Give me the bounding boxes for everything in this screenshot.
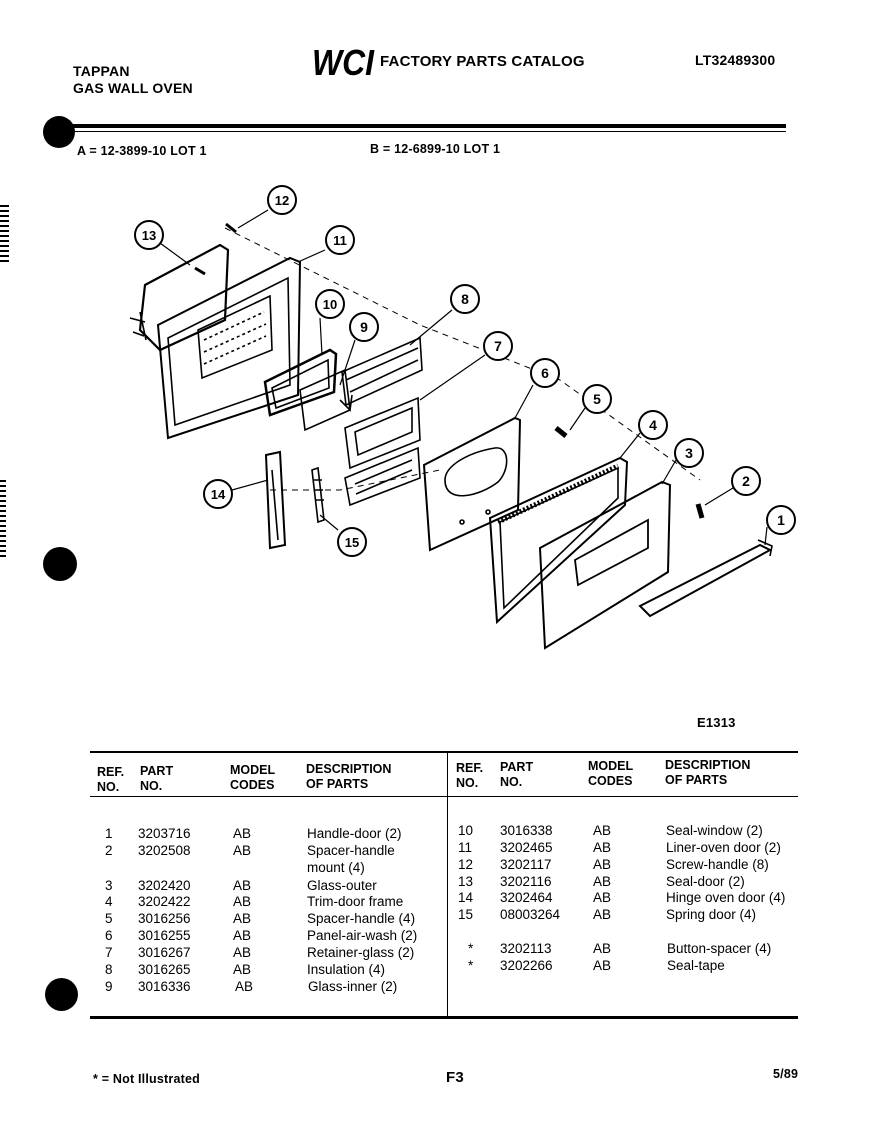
binder-hole-middle bbox=[43, 547, 77, 581]
callout-10 bbox=[315, 289, 345, 319]
callout-9 bbox=[349, 312, 379, 342]
table-top-rule bbox=[90, 751, 798, 753]
callout-5 bbox=[582, 384, 612, 414]
figure-id: E1313 bbox=[697, 715, 736, 730]
callout-11 bbox=[325, 225, 355, 255]
col-header-ref-right: REF.NO. bbox=[456, 761, 484, 790]
callout-label-13: 13 bbox=[142, 228, 156, 243]
callout-label-8: 8 bbox=[461, 291, 469, 307]
callout-label-1: 1 bbox=[777, 512, 785, 528]
callout-13 bbox=[134, 220, 164, 250]
callout-7 bbox=[483, 331, 513, 361]
callout-label-4: 4 bbox=[649, 417, 657, 433]
brand-name: TAPPAN bbox=[73, 63, 130, 79]
callout-label-15: 15 bbox=[345, 535, 359, 550]
catalog-number: LT32489300 bbox=[695, 52, 776, 68]
callout-label-7: 7 bbox=[494, 338, 502, 354]
wci-logo: WCI bbox=[312, 42, 376, 83]
table-bottom-rule bbox=[90, 1016, 798, 1019]
page-number: F3 bbox=[446, 1069, 464, 1086]
callout-label-10: 10 bbox=[323, 297, 337, 312]
model-a-label: A = 12-3899-10 LOT 1 bbox=[77, 144, 207, 158]
callout-label-12: 12 bbox=[275, 193, 289, 208]
exploded-parts-diagram: 1 2 3 4 5 6 7 8 9 10 11 12 13 14 15 bbox=[129, 185, 796, 650]
callout-label-14: 14 bbox=[211, 487, 226, 502]
header-rule-thin bbox=[72, 131, 786, 132]
callout-label-2: 2 bbox=[742, 473, 750, 489]
callout-8 bbox=[450, 284, 480, 314]
binder-hole-bottom bbox=[45, 978, 78, 1011]
not-illustrated-note: * = Not Illustrated bbox=[93, 1072, 200, 1086]
callout-label-3: 3 bbox=[685, 445, 693, 461]
header-rule-thick bbox=[72, 124, 786, 128]
model-b-label: B = 12-6899-10 LOT 1 bbox=[370, 142, 501, 156]
product-name: GAS WALL OVEN bbox=[73, 80, 193, 96]
wci-logo-text: WCI bbox=[312, 44, 375, 80]
binder-hole-top bbox=[43, 116, 75, 148]
callout-15 bbox=[337, 527, 367, 557]
callout-4 bbox=[638, 410, 668, 440]
callout-label-6: 6 bbox=[541, 365, 549, 381]
callout-3 bbox=[674, 438, 704, 468]
table-header-rule bbox=[90, 796, 798, 797]
col-header-ref-left: REF.NO. bbox=[97, 765, 125, 794]
callout-label-9: 9 bbox=[360, 319, 368, 335]
scan-edge-marks bbox=[0, 205, 9, 265]
callout-6 bbox=[530, 358, 560, 388]
callout-label-11: 11 bbox=[333, 233, 347, 248]
callout-2 bbox=[731, 466, 761, 496]
callout-1 bbox=[766, 505, 796, 535]
callout-label-5: 5 bbox=[593, 391, 601, 407]
table-column-divider bbox=[447, 751, 448, 1016]
callout-14 bbox=[203, 479, 233, 509]
scan-edge-marks bbox=[0, 480, 6, 560]
callout-12 bbox=[267, 185, 297, 215]
revision-date: 5/89 bbox=[773, 1067, 799, 1081]
catalog-title: FACTORY PARTS CATALOG bbox=[380, 53, 585, 70]
